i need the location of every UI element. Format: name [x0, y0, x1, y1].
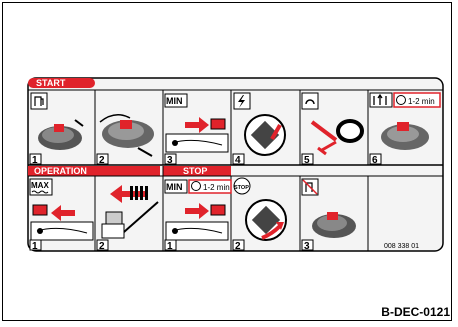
- step-number: 5: [304, 155, 310, 166]
- step-number: 3: [167, 155, 173, 166]
- step-number: 4: [235, 155, 241, 166]
- stop-label: STOP: [183, 166, 207, 176]
- step-number: 2: [99, 241, 105, 252]
- step-number: 3: [304, 241, 310, 252]
- operation-label: OPERATION: [34, 166, 87, 176]
- min-label: MIN: [166, 96, 183, 106]
- start-label: START: [36, 78, 66, 88]
- stop-button-label: STOP: [234, 185, 249, 191]
- step-number: 2: [235, 241, 241, 252]
- step-number: 2: [99, 155, 105, 166]
- time-label: 1-2 min: [408, 97, 435, 106]
- step-number: 1: [32, 241, 38, 252]
- min-label: MIN: [166, 182, 183, 192]
- step-number: 1: [32, 155, 38, 166]
- time-label: 1-2 min: [203, 183, 230, 192]
- part-number: 008 338 01: [384, 243, 419, 250]
- max-label: MAX: [31, 181, 49, 190]
- document-code: B-DEC-0121: [381, 305, 450, 319]
- step-number: 6: [372, 155, 378, 166]
- step-number: 1: [167, 241, 173, 252]
